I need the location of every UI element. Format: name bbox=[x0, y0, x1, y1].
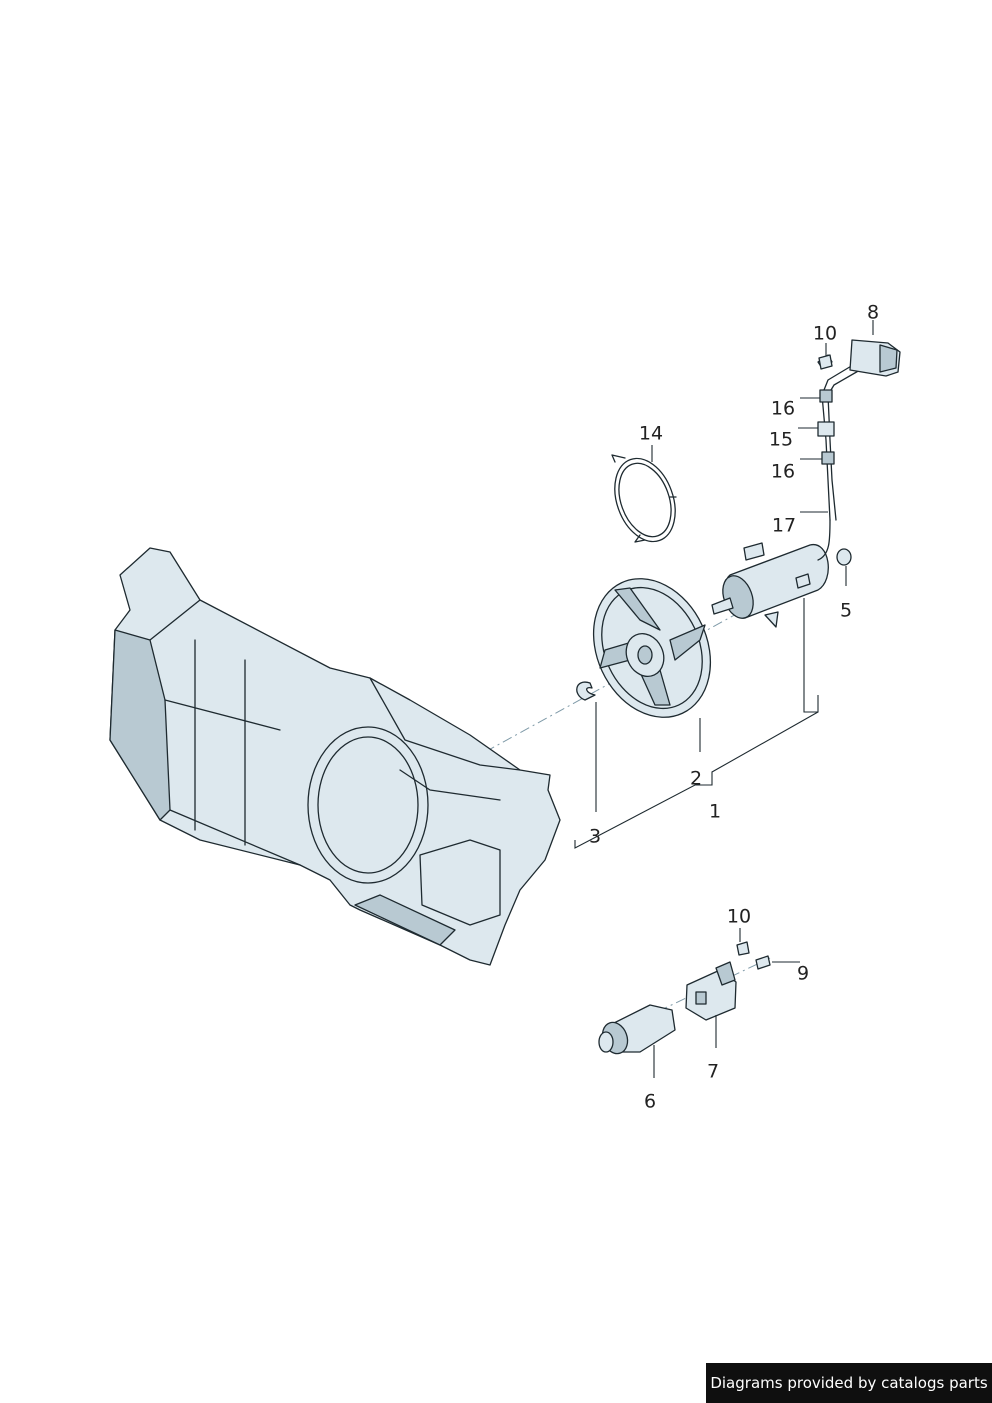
nut-part bbox=[836, 548, 852, 566]
callout-7: 7 bbox=[706, 1060, 720, 1083]
callout-10-upper: 10 bbox=[812, 322, 838, 345]
pin-part bbox=[755, 955, 771, 970]
retaining-clip-part bbox=[576, 681, 596, 701]
thermo-switch-part bbox=[598, 1004, 676, 1055]
fan-motor-part bbox=[711, 519, 831, 628]
callout-10-lower: 10 bbox=[726, 905, 752, 928]
callout-16-lower: 16 bbox=[770, 460, 796, 483]
callout-1: 1 bbox=[708, 800, 722, 823]
callout-16-upper: 16 bbox=[770, 397, 796, 420]
front-carrier-part bbox=[109, 547, 561, 966]
wiring-harness-part bbox=[817, 339, 901, 521]
callout-2: 2 bbox=[689, 767, 703, 790]
callout-17: 17 bbox=[771, 514, 797, 537]
fan-wheel-part bbox=[592, 578, 712, 718]
callout-6: 6 bbox=[643, 1090, 657, 1113]
plug-part-upper bbox=[818, 354, 833, 370]
callout-3: 3 bbox=[588, 825, 602, 848]
callout-14: 14 bbox=[638, 422, 664, 445]
leader-lines bbox=[574, 320, 874, 1078]
callout-15: 15 bbox=[768, 428, 794, 451]
callout-5: 5 bbox=[839, 599, 853, 622]
cover-ring-part bbox=[611, 454, 677, 543]
plug-part-lower bbox=[736, 941, 750, 956]
connector-housing-part bbox=[685, 961, 737, 1021]
callout-8: 8 bbox=[866, 301, 880, 324]
callout-9: 9 bbox=[796, 962, 810, 985]
watermark-banner: Diagrams provided by catalogs parts bbox=[706, 1363, 992, 1403]
